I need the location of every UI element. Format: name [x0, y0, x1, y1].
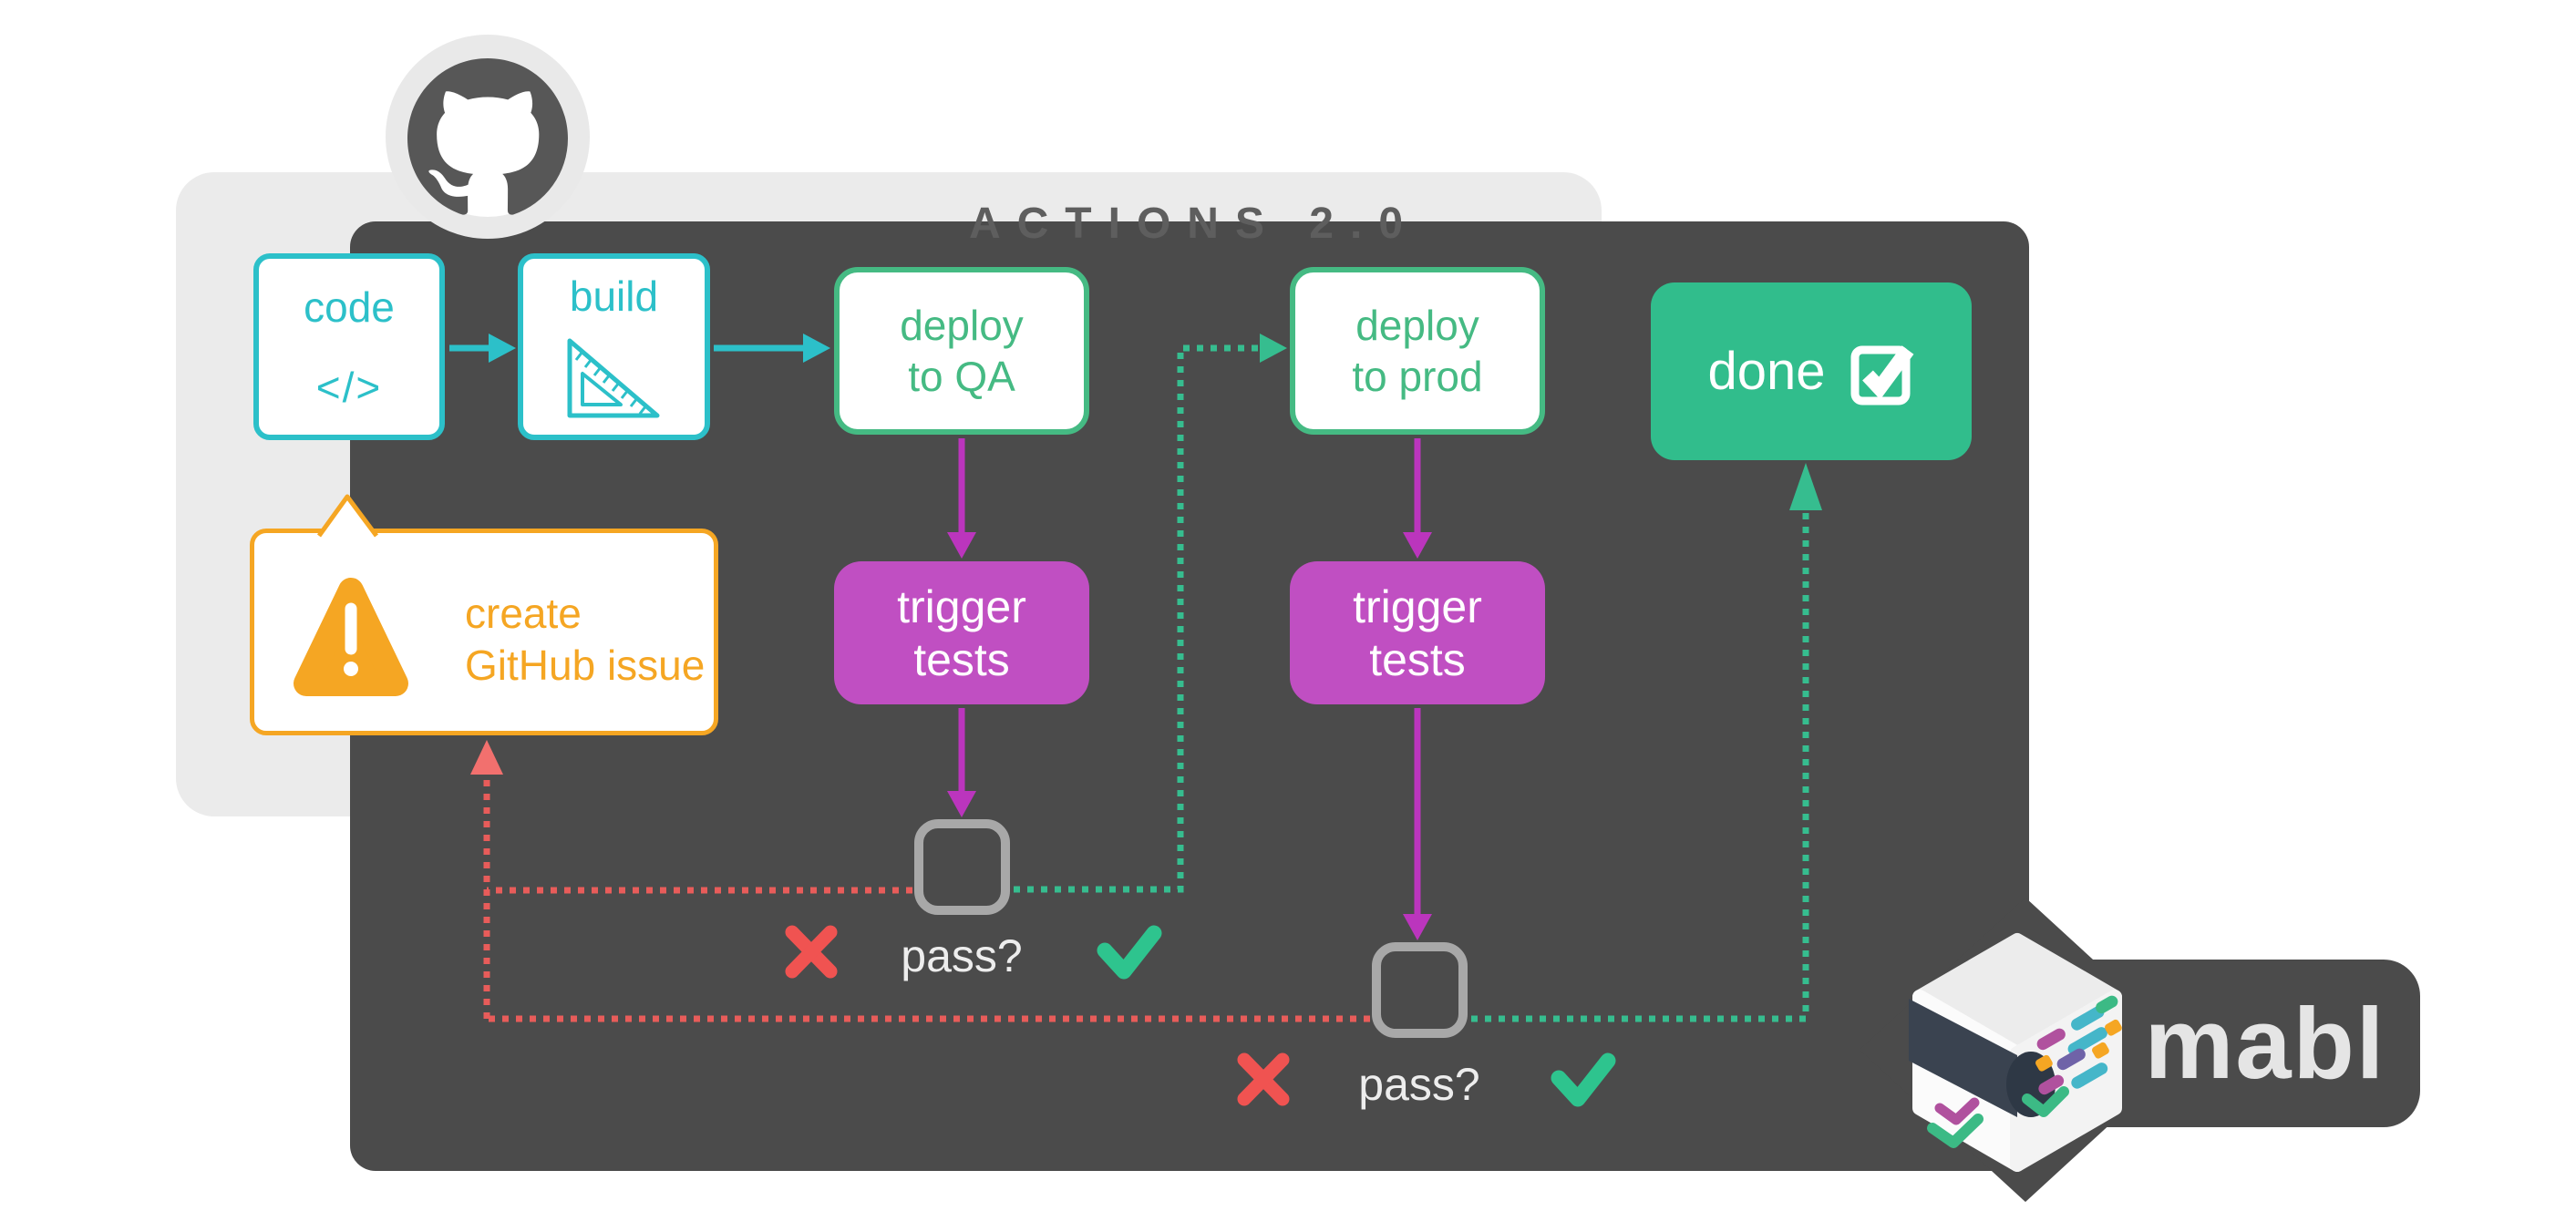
- trigger-qa-line1: trigger: [897, 580, 1026, 632]
- code-label: code: [304, 282, 395, 331]
- done-label: done: [1707, 342, 1826, 401]
- node-deploy-prod: deploy to prod: [1290, 267, 1545, 435]
- checkpoint-qa: [914, 819, 1010, 915]
- node-code: code </>: [253, 253, 445, 440]
- deploy-qa-line2: to QA: [908, 353, 1015, 400]
- trigger-prod-line1: trigger: [1353, 580, 1482, 632]
- checkpoint-prod: [1372, 942, 1468, 1038]
- actions-panel-title: ACTIONS 2.0: [968, 200, 1420, 248]
- build-label: build: [569, 272, 659, 320]
- code-brackets-icon: </>: [315, 363, 383, 411]
- create-issue-line2: GitHub issue: [465, 642, 706, 689]
- deploy-prod-line1: deploy: [1355, 302, 1479, 349]
- mabl-wordmark: mabl: [2144, 987, 2386, 1100]
- node-trigger-tests-qa: trigger tests: [834, 561, 1089, 704]
- node-create-github-issue: create GitHub issue: [250, 529, 718, 735]
- node-deploy-qa: deploy to QA: [834, 267, 1089, 435]
- node-done: done: [1651, 282, 1972, 460]
- trigger-prod-line2: tests: [1369, 633, 1466, 685]
- node-trigger-tests-prod: trigger tests: [1290, 561, 1545, 704]
- create-issue-line1: create: [465, 590, 582, 637]
- trigger-qa-line2: tests: [913, 633, 1010, 685]
- deploy-prod-line2: to prod: [1352, 353, 1483, 400]
- checked-checkbox-icon: [1850, 344, 1913, 405]
- node-build: build: [518, 253, 710, 440]
- pass-label-prod: pass?: [1358, 1059, 1480, 1110]
- set-square-icon: [567, 338, 659, 417]
- pass-label-qa: pass?: [901, 930, 1023, 981]
- deploy-qa-line1: deploy: [900, 302, 1024, 349]
